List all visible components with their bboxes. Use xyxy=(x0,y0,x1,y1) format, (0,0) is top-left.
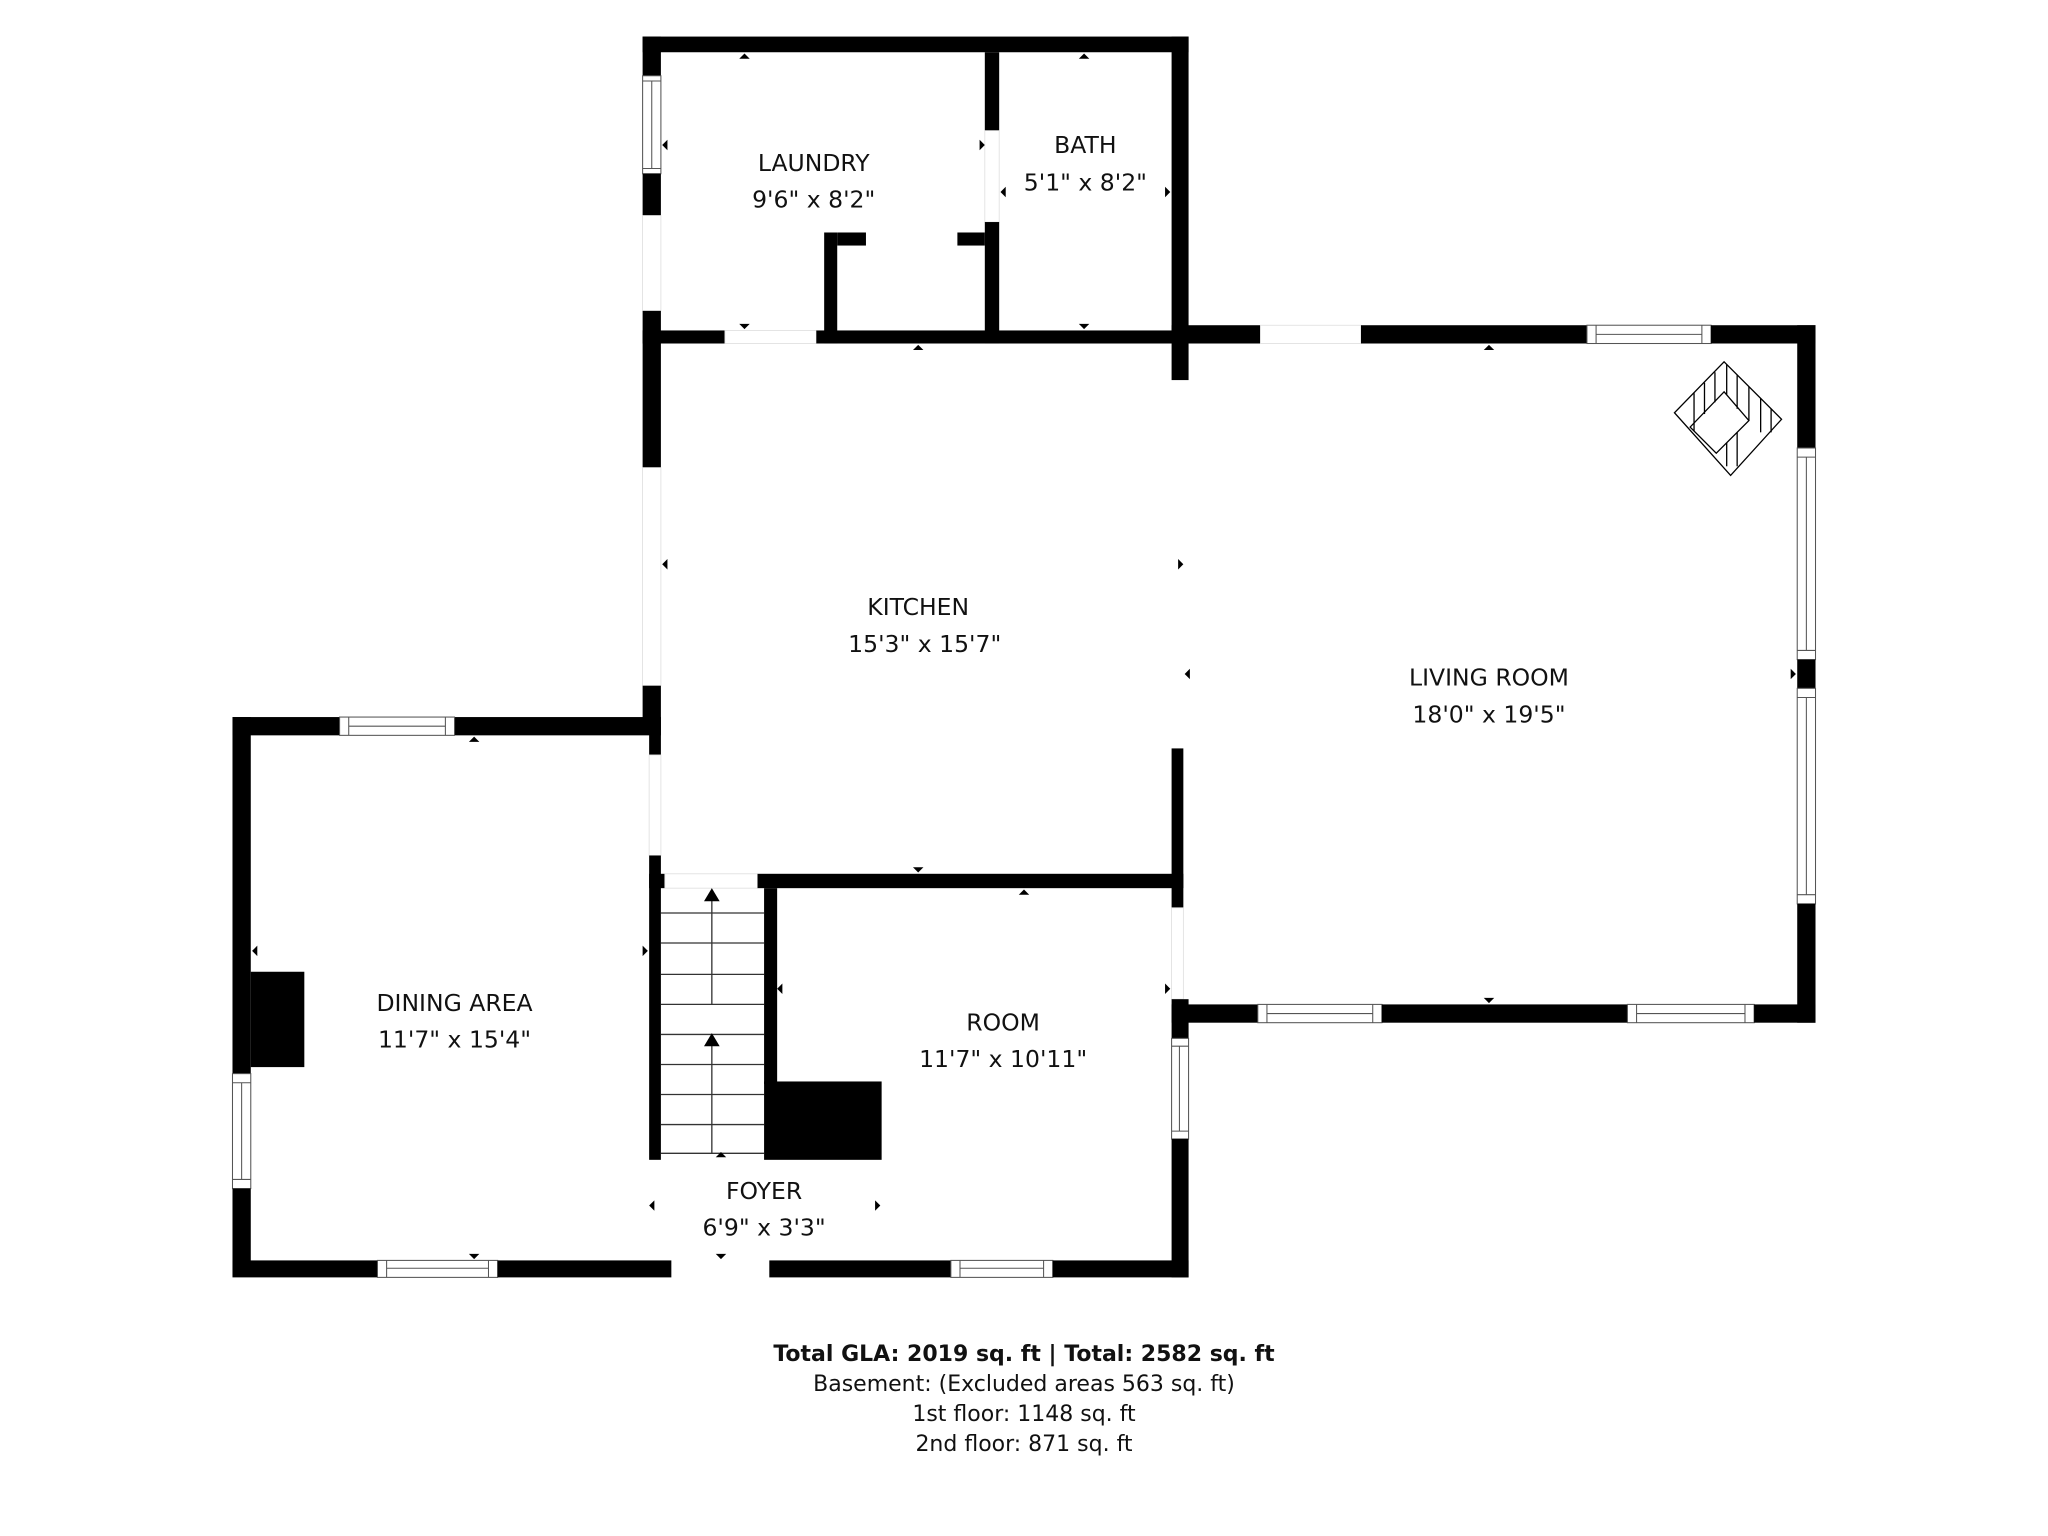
first-floor-area: 1st floor: 1148 sq. ft xyxy=(912,1402,1136,1427)
dining-area-walls xyxy=(231,467,672,1278)
room-name: FOYER xyxy=(726,1177,802,1205)
room-dimensions: 9'6" x 8'2" xyxy=(752,186,875,214)
stair-arrow-icon xyxy=(704,1033,720,1047)
dining-fireplace-block xyxy=(250,971,305,1068)
dimension-markers xyxy=(252,53,1796,1260)
area-summary: Total GLA: 2019 sq. ft | Total: 2582 sq.… xyxy=(0,1340,2048,1460)
room-name: LAUNDRY xyxy=(758,149,870,177)
basement-area: Basement: (Excluded areas 563 sq. ft) xyxy=(813,1372,1235,1397)
room-dimensions: 11'7" x 10'11" xyxy=(919,1045,1087,1073)
living-room-walls xyxy=(1171,324,1817,1024)
room-name: KITCHEN xyxy=(867,593,969,621)
room-label-bath: BATH 5'1" x 8'2" xyxy=(1024,131,1147,197)
room-label-laundry: LAUNDRY 9'6" x 8'2" xyxy=(752,149,875,214)
laundry-bath-walls xyxy=(642,36,1189,468)
room-dimensions: 6'9" x 3'3" xyxy=(702,1214,825,1242)
room-dimensions: 18'0" x 19'5" xyxy=(1412,700,1565,728)
room-name: ROOM xyxy=(966,1009,1040,1037)
staircase xyxy=(660,888,765,1154)
room-label-kitchen: KITCHEN 15'3" x 15'7" xyxy=(848,593,1001,658)
room-dimensions: 15'3" x 15'7" xyxy=(848,630,1001,658)
total-area: Total GLA: 2019 sq. ft | Total: 2582 sq.… xyxy=(773,1342,1275,1367)
room-dimensions: 5'1" x 8'2" xyxy=(1024,169,1147,197)
fireplace-icon xyxy=(1673,360,1783,477)
room-name: LIVING ROOM xyxy=(1409,664,1569,692)
room-dimensions: 11'7" x 15'4" xyxy=(378,1026,531,1054)
room-name: BATH xyxy=(1054,131,1116,159)
second-floor-area: 2nd floor: 871 sq. ft xyxy=(915,1432,1133,1457)
room-name: DINING AREA xyxy=(376,989,532,1017)
room-label-dining-area: DINING AREA 11'7" x 15'4" xyxy=(376,989,532,1054)
room-label-living-room: LIVING ROOM 18'0" x 19'5" xyxy=(1409,664,1569,729)
room-walls xyxy=(649,855,1190,1278)
stair-arrow-icon xyxy=(704,888,720,902)
room-label-room: ROOM 11'7" x 10'11" xyxy=(919,1009,1087,1074)
room-label-foyer: FOYER 6'9" x 3'3" xyxy=(702,1177,825,1242)
